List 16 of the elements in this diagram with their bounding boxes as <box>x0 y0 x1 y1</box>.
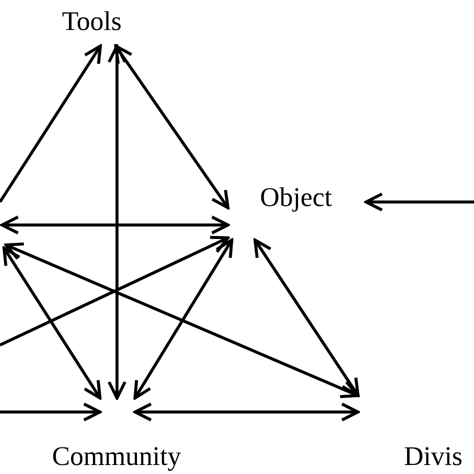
arrow <box>4 242 360 398</box>
arrow <box>134 402 360 422</box>
arrow <box>2 246 102 400</box>
arrow <box>364 192 474 212</box>
node-label: Divis <box>404 443 463 470</box>
arrow <box>0 402 102 422</box>
arrow <box>114 44 230 210</box>
arrow <box>254 238 360 397</box>
arrow <box>0 44 102 203</box>
arrow <box>108 44 126 400</box>
node-label: Object <box>260 184 332 211</box>
arrow <box>0 236 230 346</box>
arrow <box>0 216 230 234</box>
node-label: Community <box>52 443 182 470</box>
node-label: Tools <box>62 8 122 35</box>
arrow <box>134 238 234 400</box>
